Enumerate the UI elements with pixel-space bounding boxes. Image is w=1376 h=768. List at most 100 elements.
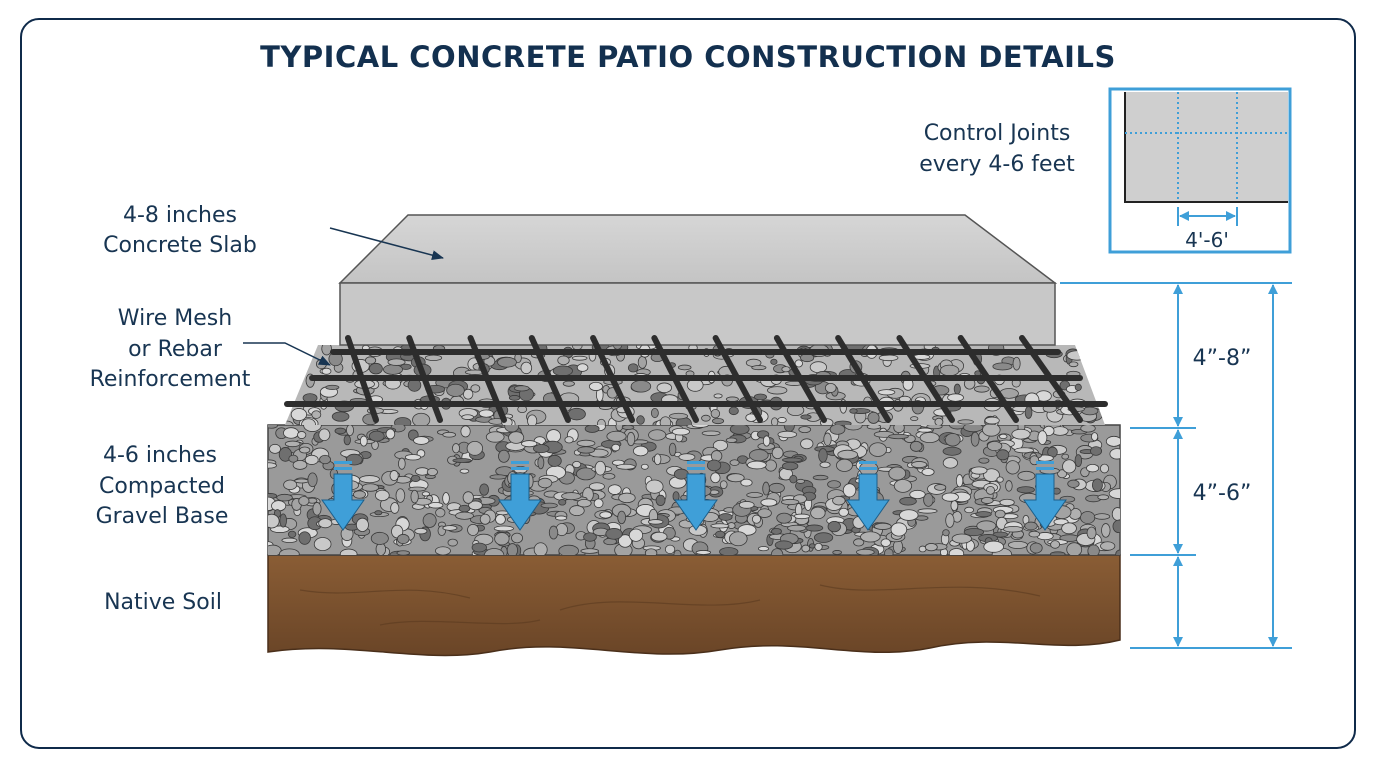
pebble	[1115, 549, 1120, 555]
pebble	[668, 442, 677, 457]
pebble	[884, 548, 894, 555]
pebble	[678, 453, 696, 461]
pebble	[837, 449, 859, 460]
pebble	[982, 425, 1001, 437]
pebble	[325, 384, 340, 390]
drainage-arrow-icon	[674, 461, 718, 531]
pebble	[479, 513, 491, 525]
pebble	[562, 380, 575, 387]
pebble	[1092, 478, 1103, 492]
pebble	[290, 408, 308, 422]
pebble	[1066, 542, 1083, 555]
pebble	[771, 527, 782, 535]
joint-spacing-label: 4'-6'	[1185, 228, 1229, 252]
pebble	[447, 538, 458, 547]
pebble	[782, 461, 799, 471]
pebble	[819, 461, 831, 468]
pebble	[621, 425, 635, 430]
pebble	[537, 477, 553, 489]
pebble	[504, 425, 520, 433]
pebble	[728, 531, 748, 547]
pebble	[787, 524, 807, 532]
pebble	[877, 389, 896, 396]
pebble	[636, 415, 645, 425]
pebble	[768, 482, 785, 494]
pebble	[396, 550, 410, 555]
pebble	[1062, 459, 1077, 474]
pebble	[321, 345, 332, 356]
pebble	[343, 434, 351, 446]
pebble	[1086, 526, 1097, 540]
pebble	[311, 410, 322, 419]
pebble	[751, 514, 762, 524]
pebble	[976, 520, 997, 532]
pebble	[777, 417, 787, 424]
pebble	[718, 513, 733, 521]
pebble	[313, 537, 332, 552]
pebble	[1067, 479, 1080, 488]
pebble	[880, 538, 891, 548]
pebble	[798, 426, 812, 434]
pebble	[422, 513, 437, 528]
pebble	[279, 548, 300, 555]
pebble	[645, 479, 664, 494]
pebble	[644, 548, 658, 555]
pebble	[808, 543, 816, 549]
pebble	[984, 416, 1000, 425]
pebble	[780, 498, 800, 506]
drainage-arrow-icon	[498, 461, 542, 531]
pebble	[695, 550, 712, 555]
pebble	[941, 492, 959, 502]
pebble	[395, 488, 406, 503]
pebble	[442, 525, 458, 531]
pebble	[283, 479, 298, 491]
pebble	[368, 430, 385, 442]
pebble	[1057, 469, 1068, 479]
pebble	[725, 437, 738, 443]
slab-thickness-label: 4”-8”	[1193, 346, 1252, 371]
pebble	[955, 474, 964, 488]
pebble	[494, 532, 510, 546]
pebble	[297, 431, 307, 439]
pebble	[1050, 551, 1066, 555]
pebble	[1024, 406, 1033, 419]
pebble	[814, 542, 823, 551]
pebble	[873, 522, 892, 530]
pebble	[994, 509, 1006, 519]
pebble	[781, 366, 791, 373]
pebble	[576, 439, 596, 447]
pebble	[294, 478, 310, 484]
pebble	[424, 354, 443, 362]
pebble	[728, 406, 739, 416]
pebble	[321, 367, 332, 375]
pebble	[383, 364, 403, 375]
pebble	[593, 498, 604, 509]
pebble	[606, 430, 627, 442]
pebble	[594, 460, 606, 476]
pebble	[318, 518, 333, 529]
pebble	[564, 436, 574, 444]
pebble	[844, 425, 863, 431]
pebble	[1101, 523, 1111, 538]
pebble	[561, 492, 582, 501]
pebble	[942, 457, 958, 469]
pebble	[352, 490, 366, 499]
pebble	[710, 408, 721, 419]
pebble	[899, 509, 919, 521]
pebble	[462, 491, 474, 504]
pebble	[1090, 446, 1103, 456]
pebble	[917, 427, 933, 433]
pebble	[458, 504, 471, 513]
pebble	[546, 429, 561, 443]
pebble	[588, 381, 603, 391]
pebble	[948, 548, 965, 555]
pebble	[576, 467, 596, 481]
drainage-arrow-icon	[846, 461, 890, 531]
pebble	[953, 383, 961, 395]
pebble	[849, 408, 858, 414]
pebble	[774, 540, 793, 550]
pebble	[770, 358, 778, 365]
pebble	[404, 454, 422, 461]
pebble	[981, 496, 994, 504]
pebble	[584, 425, 600, 433]
